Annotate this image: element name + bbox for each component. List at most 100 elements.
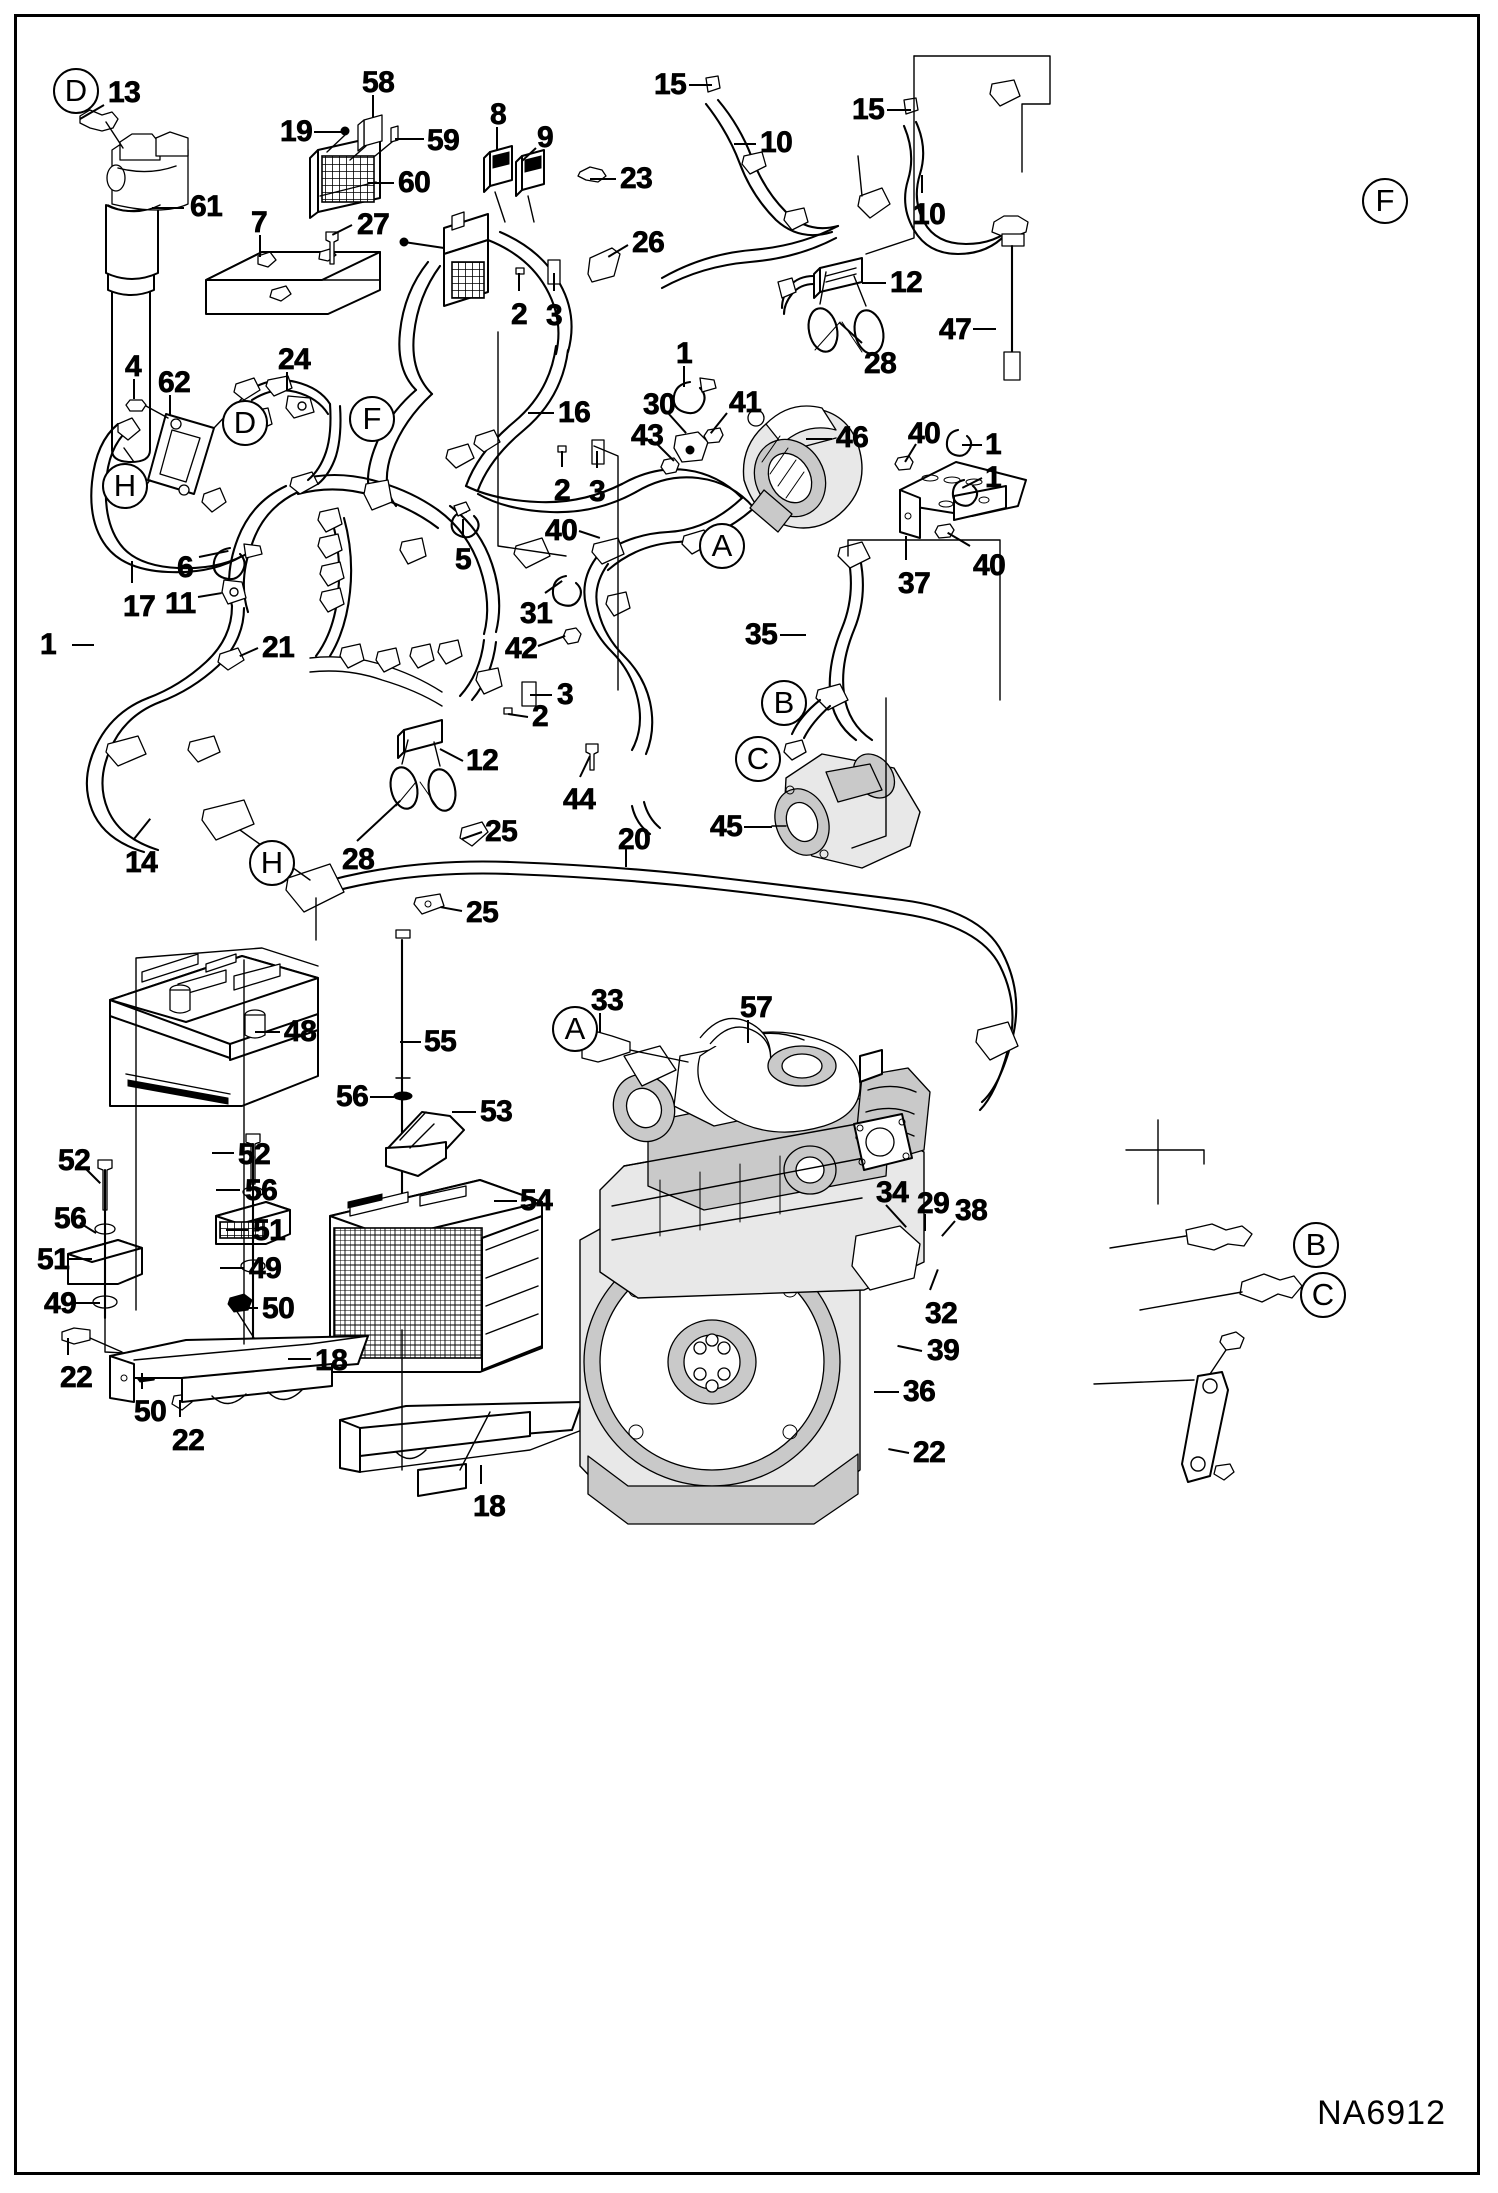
callout-number-1: 1 [40,628,57,661]
callout-number-11: 11 [165,587,197,620]
callout-number-27: 27 [357,208,391,241]
callout-number-60: 60 [398,166,432,199]
reference-letter-f: F [349,396,395,442]
leader-line-18 [288,1358,311,1360]
leader-line-56 [216,1189,240,1191]
leader-line-1 [683,366,685,387]
leader-line-24 [286,372,288,391]
callout-number-8: 8 [490,98,507,131]
reference-letter-f: F [1362,178,1408,224]
leader-line-1 [72,644,94,646]
leader-line-59 [395,138,424,140]
callout-number-40: 40 [545,514,579,547]
leader-line-36 [874,1391,899,1393]
callout-number-12: 12 [890,266,924,299]
callout-number-22: 22 [172,1424,206,1457]
callout-number-4: 4 [125,350,142,383]
callout-number-52: 52 [238,1138,272,1171]
callout-number-33: 33 [591,984,625,1017]
callout-number-61: 61 [190,190,224,223]
leader-line-35 [780,634,806,636]
drawing-number: NA6912 [1317,2094,1446,2132]
leader-line-52 [212,1152,234,1154]
callout-number-39: 39 [927,1334,961,1367]
callout-number-3: 3 [589,475,606,508]
callout-number-46: 46 [836,421,870,454]
callout-number-18: 18 [473,1490,507,1523]
callout-number-10: 10 [760,126,794,159]
callout-number-9: 9 [537,121,554,154]
callout-number-53: 53 [480,1095,514,1128]
callout-number-49: 49 [44,1287,78,1320]
callout-number-1: 1 [676,337,693,370]
callout-number-57: 57 [740,991,774,1024]
leader-line-12 [862,282,886,284]
callout-number-1: 1 [985,461,1002,494]
callout-number-40: 40 [908,417,942,450]
callout-number-2: 2 [511,298,528,331]
callout-number-38: 38 [955,1194,989,1227]
reference-letter-c: C [735,736,781,782]
leader-line-58 [372,95,374,117]
leader-line-5 [462,519,464,536]
callout-number-7: 7 [251,206,268,239]
leader-line-54 [494,1200,517,1202]
leader-line-50 [141,1373,143,1389]
callout-number-32: 32 [925,1297,959,1330]
callout-number-24: 24 [278,343,312,376]
callout-number-51: 51 [253,1214,287,1247]
leader-line-61 [152,207,184,209]
callout-number-62: 62 [158,366,192,399]
callout-number-15: 15 [852,93,886,126]
callout-number-3: 3 [557,678,574,711]
callout-number-55: 55 [424,1025,458,1058]
leader-line-22 [179,1400,181,1417]
callout-number-16: 16 [558,396,592,429]
leader-line-23 [590,178,616,180]
callout-number-59: 59 [427,124,461,157]
leader-line-46 [806,438,832,440]
callout-number-58: 58 [362,66,396,99]
callout-number-1: 1 [985,428,1002,461]
callout-number-56: 56 [245,1174,279,1207]
leader-line-8 [496,127,498,151]
callout-number-25: 25 [485,815,519,848]
leader-line-49 [76,1302,100,1304]
leader-line-16 [528,412,554,414]
callout-number-41: 41 [729,386,763,419]
leader-line-18 [480,1465,482,1484]
callout-number-34: 34 [876,1176,910,1209]
callout-number-19: 19 [280,115,314,148]
leader-line-33 [599,1013,601,1033]
callout-number-45: 45 [710,810,744,843]
leader-line-22 [67,1338,69,1355]
callout-number-50: 50 [262,1292,296,1325]
callout-number-12: 12 [466,744,500,777]
leader-line-60 [368,182,394,184]
callout-number-13: 13 [108,76,142,109]
reference-letter-h: H [249,840,295,886]
callout-number-36: 36 [903,1375,937,1408]
leader-line-53 [452,1111,476,1113]
leader-line-15 [887,109,911,111]
leader-line-47 [973,328,996,330]
callout-number-44: 44 [563,783,597,816]
callout-number-51: 51 [37,1243,71,1276]
callout-number-48: 48 [284,1015,318,1048]
leader-line-4 [133,379,135,399]
reference-letter-a: A [699,523,745,569]
leader-line-20 [625,847,627,867]
callout-number-21: 21 [262,631,296,664]
leader-line-3 [553,273,555,291]
callout-number-56: 56 [336,1080,370,1113]
reference-letter-a: A [552,1006,598,1052]
leader-line-55 [400,1041,421,1043]
callout-number-56: 56 [54,1202,88,1235]
callout-number-26: 26 [632,226,666,259]
callout-number-25: 25 [466,896,500,929]
reference-letter-d: D [222,400,268,446]
callout-number-29: 29 [917,1187,951,1220]
leader-line-62 [169,395,171,415]
leader-line-2 [561,451,563,467]
